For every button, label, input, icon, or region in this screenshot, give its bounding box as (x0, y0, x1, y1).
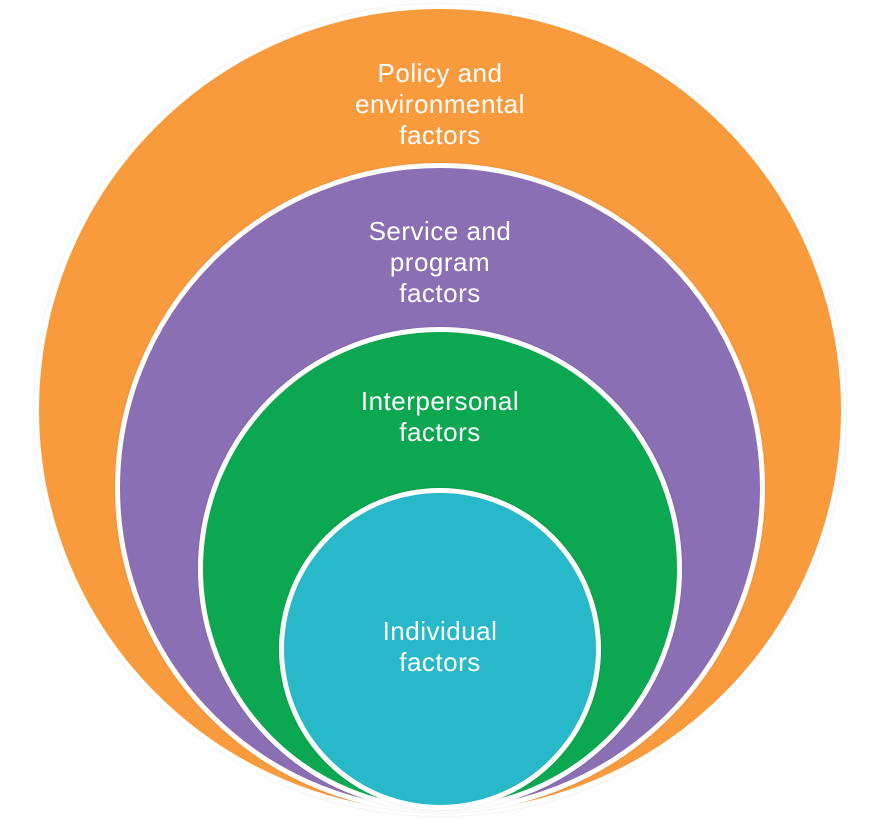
circle-individual-factors (279, 488, 601, 810)
